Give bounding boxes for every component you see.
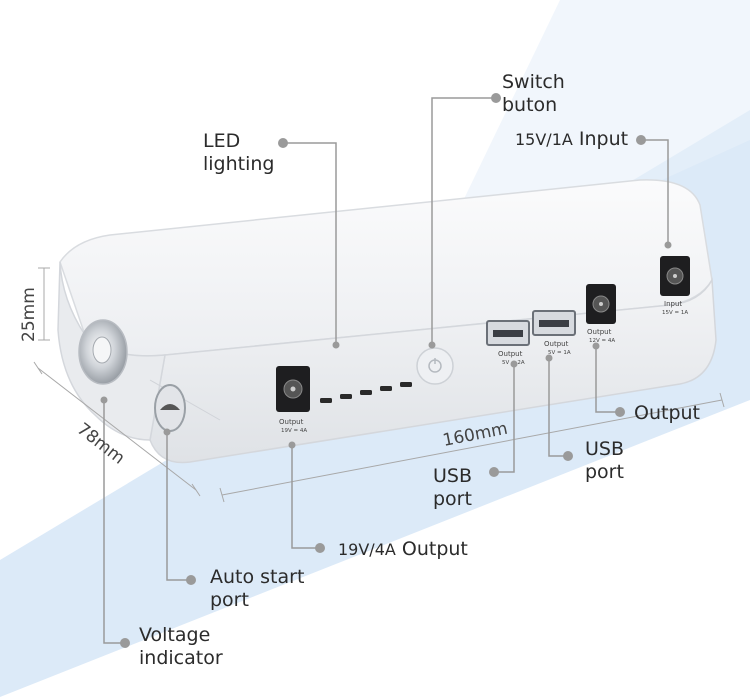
dc12-label-1: Output: [587, 328, 612, 336]
callout-voltage-line1: Voltage: [139, 624, 211, 646]
callout-switch-line1: Switch: [502, 71, 565, 93]
dimension-lines: [33, 267, 725, 503]
usb1-label-1: Output: [498, 350, 523, 358]
dc-output-12v-pin: [599, 302, 603, 306]
callout-led-line2: lighting: [203, 153, 275, 175]
callout-usb-right-line1: USB: [585, 438, 625, 460]
callout-main-output-word: Output: [401, 538, 468, 560]
callout-input-spec: 15V/1A: [515, 130, 573, 149]
dcin-label-2: 15V = 1A: [662, 310, 688, 316]
usb-port-1-tongue: [493, 330, 523, 337]
dimension-height: 25mm: [19, 287, 39, 342]
power-switch-button: [416, 347, 454, 385]
indicator-leds: [320, 382, 412, 403]
callout-auto-start-line2: port: [210, 589, 249, 611]
callout-voltage-line2: indicator: [139, 647, 223, 669]
usb2-label-1: Output: [544, 340, 569, 348]
callout-output-dc: Output: [634, 402, 700, 424]
callout-usb-left-line2: port: [433, 488, 472, 510]
callout-input: 15V/1A Input: [515, 128, 628, 151]
leader-dots: [100, 93, 672, 648]
dc-main-label-1: Output: [279, 418, 304, 426]
dc-input-pin: [673, 274, 677, 278]
leader-lines: [103, 97, 669, 644]
callout-main-output: 19V/4A Output: [338, 538, 468, 561]
callout-led-line1: LED: [203, 130, 241, 152]
dc-main-label-2: 19V = 4A: [281, 428, 307, 434]
dc12-label-2: 12V = 4A: [589, 338, 615, 344]
callout-usb-right-line2: port: [585, 461, 624, 483]
callout-switch-line2: buton: [502, 94, 558, 116]
flashlight-core: [92, 336, 112, 364]
dcin-label-1: Input: [664, 300, 682, 308]
usb2-label-2: 5V = 1A: [548, 350, 571, 356]
car-glyph-icon: [160, 404, 180, 410]
dc-output-main-pin: [290, 386, 296, 392]
callout-input-word: Input: [578, 128, 629, 150]
callout-usb-left-line1: USB: [433, 465, 473, 487]
callout-main-output-spec: 19V/4A: [338, 540, 396, 559]
callout-auto-start-line1: Auto start: [210, 566, 305, 588]
usb-port-2-tongue: [539, 320, 569, 327]
